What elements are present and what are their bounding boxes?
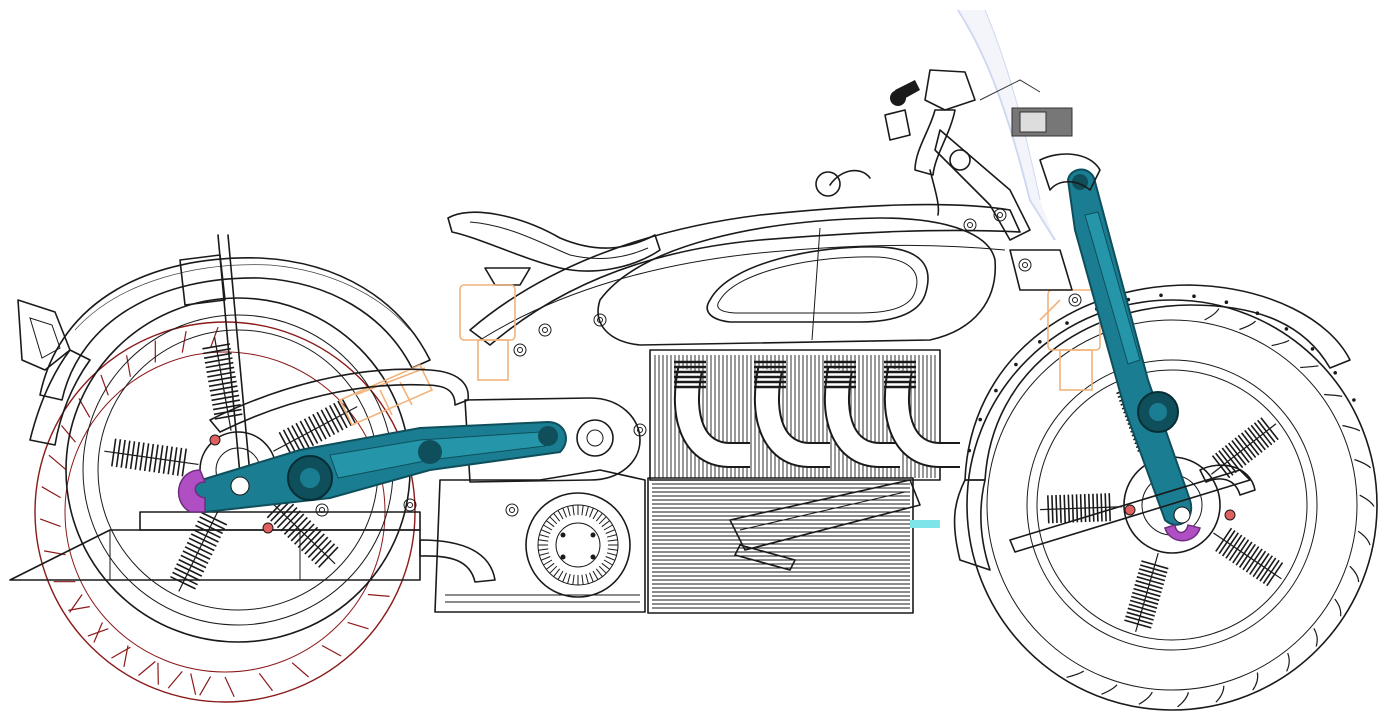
headlight-icon <box>17 299 71 371</box>
fuel-tank-icon <box>597 217 997 346</box>
handlebar-icon <box>815 69 1031 241</box>
front-fork-icon <box>1066 168 1201 542</box>
rear-fender <box>39 257 431 401</box>
rear-wheel-icon <box>34 297 416 703</box>
front-fender <box>964 284 1351 481</box>
rear-shock-ghost <box>338 284 516 427</box>
belt-housing <box>464 397 641 483</box>
rear-fender-lower <box>29 349 91 446</box>
front-shock-ghost <box>1039 289 1101 391</box>
front-headlight <box>979 79 1073 137</box>
exhaust-icon <box>9 360 960 583</box>
seat-icon <box>447 211 661 286</box>
swingarm-icon <box>177 420 567 514</box>
frame <box>469 203 1021 346</box>
